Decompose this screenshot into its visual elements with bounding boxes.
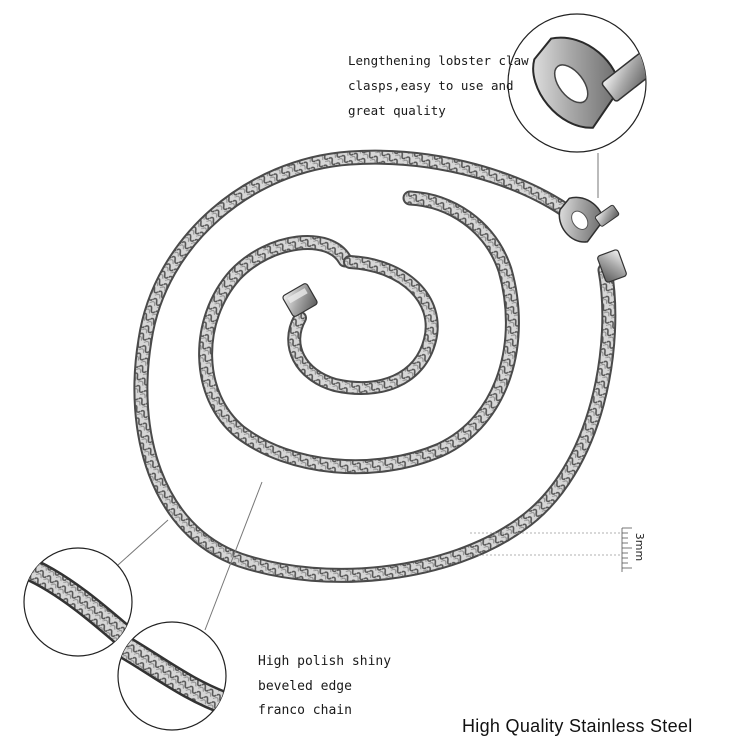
chain-zoom-circle-bottom <box>117 621 227 731</box>
chain-leader-line-2 <box>204 481 263 631</box>
width-measurement: 3mm <box>470 527 646 572</box>
chain-end-cap <box>282 283 318 317</box>
quality-caption: High Quality Stainless Steel <box>462 716 693 736</box>
chain-caption-line-1: High polish shiny <box>258 654 392 669</box>
chain-leader-line-1 <box>117 519 169 566</box>
chain-caption: High polish shiny beveled edge franco ch… <box>258 650 418 724</box>
clasp-caption-line-2: clasps,easy to use and <box>348 78 514 93</box>
width-label: 3mm <box>633 533 646 561</box>
chain-spiral <box>133 149 627 583</box>
chain-caption-line-2: beveled edge <box>258 678 352 694</box>
chain-end-cap-right <box>597 249 627 283</box>
chain-zoom-circle-left <box>23 547 133 657</box>
clasp-caption-line-3: great quality <box>348 103 446 118</box>
clasp-zoom-circle <box>507 13 647 153</box>
chain-caption-line-3: franco chain <box>258 703 352 718</box>
lobster-clasp <box>558 196 620 243</box>
clasp-caption: Lengthening lobster claw clasps,easy to … <box>348 48 529 123</box>
clasp-caption-line-1: Lengthening lobster claw <box>348 53 529 68</box>
